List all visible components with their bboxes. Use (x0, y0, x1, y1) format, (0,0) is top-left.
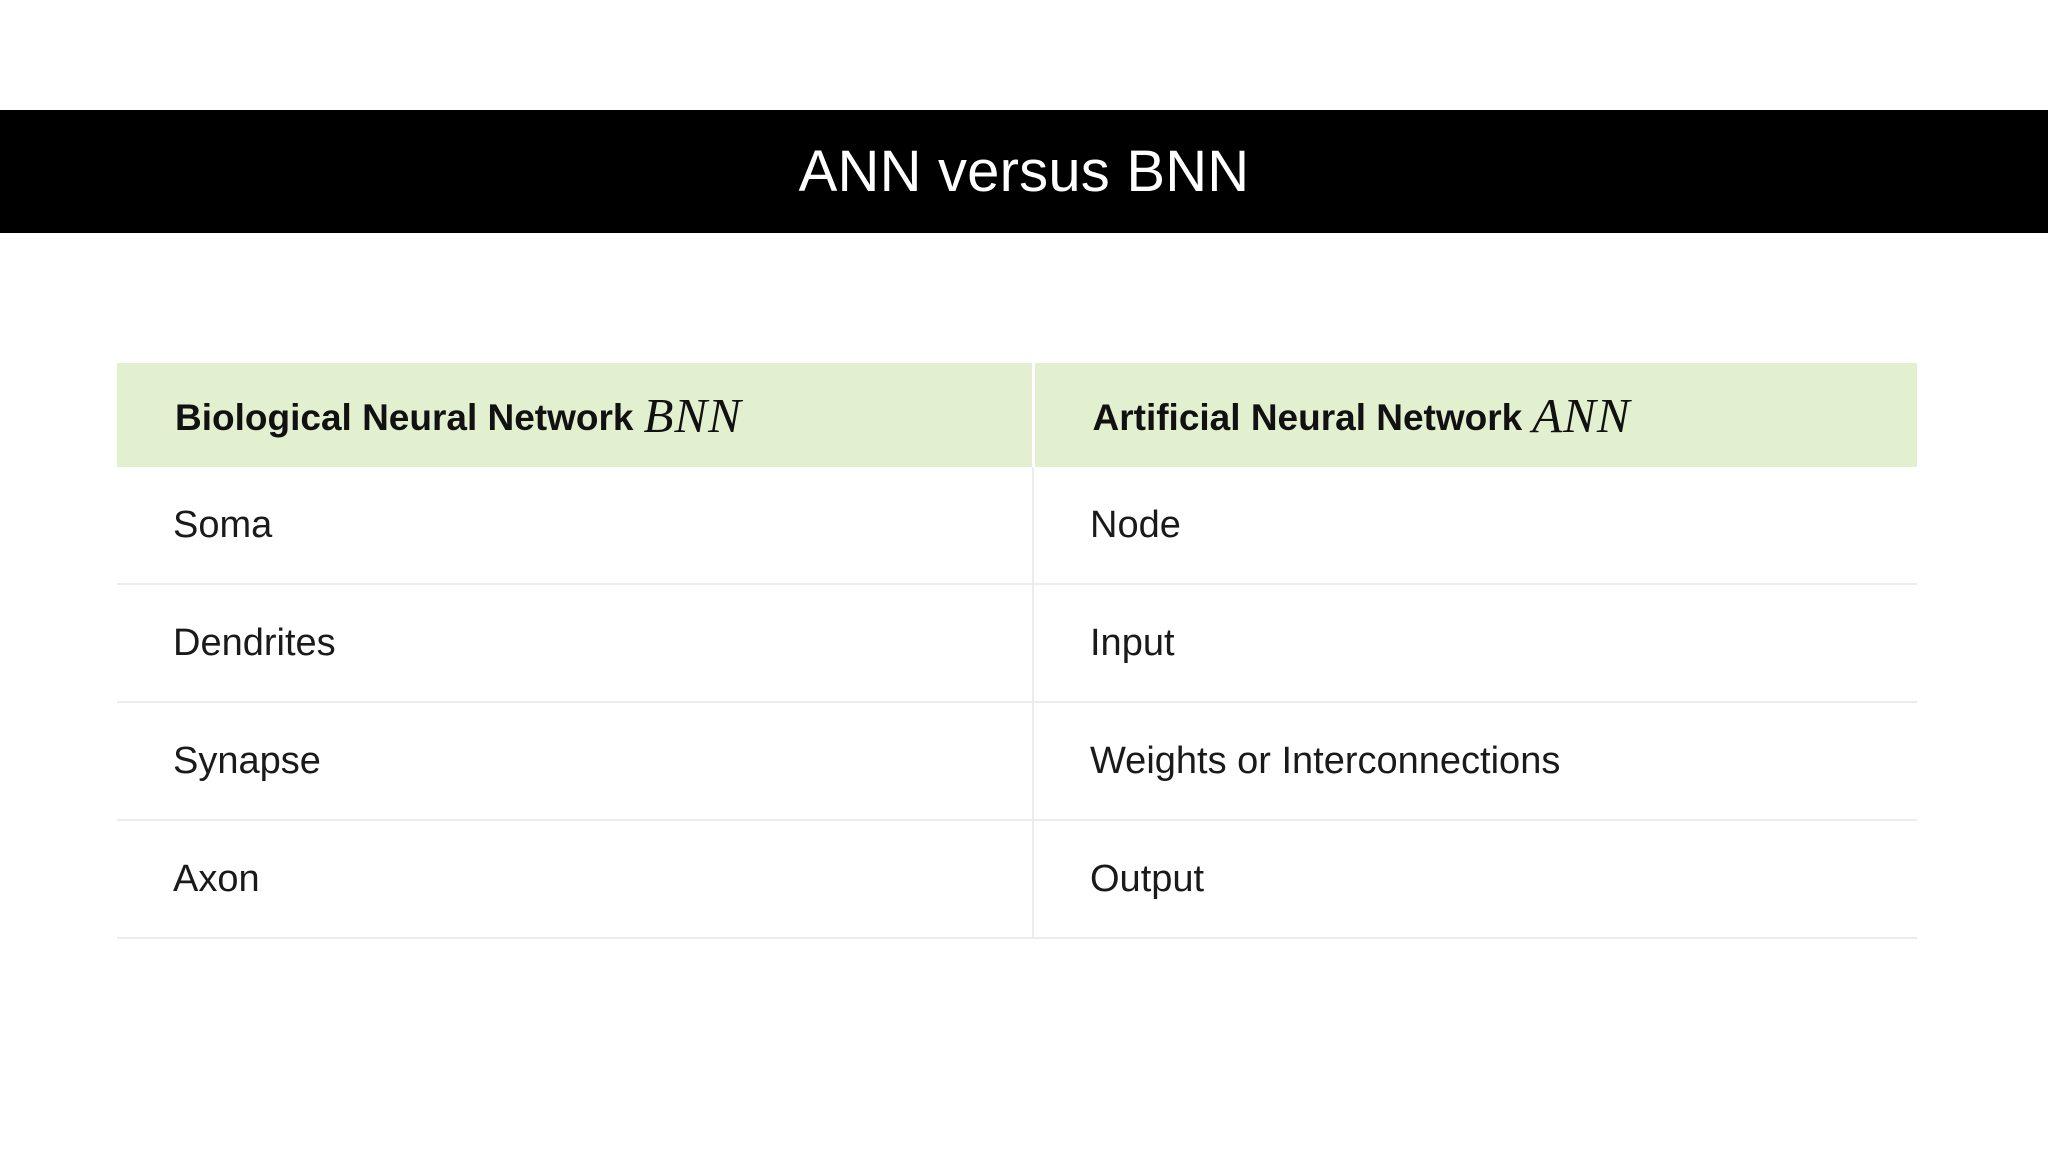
table-body: Soma Node Dendrites Input Synapse Weight… (117, 467, 1917, 939)
cell-bnn: Axon (117, 820, 1033, 939)
cell-bnn: Soma (117, 467, 1033, 585)
table-row: Synapse Weights or Interconnections (117, 702, 1917, 821)
column-header-ann-abbr: ANN (1532, 387, 1631, 443)
cell-ann: Output (1032, 820, 1917, 939)
title-banner: ANN versus BNN (0, 110, 2048, 233)
column-header-bnn-label: Biological Neural Network (175, 396, 634, 438)
page-title: ANN versus BNN (798, 138, 1250, 204)
cell-ann: Weights or Interconnections (1032, 702, 1917, 821)
cell-bnn: Synapse (117, 702, 1033, 821)
table-row: Dendrites Input (117, 584, 1917, 703)
cell-ann: Input (1032, 584, 1917, 703)
table-row: Soma Node (117, 467, 1917, 585)
column-header-bnn-abbr: BNN (643, 387, 742, 443)
table-row: Axon Output (117, 820, 1917, 939)
column-header-ann-label: Artificial Neural Network (1092, 396, 1523, 438)
cell-bnn: Dendrites (117, 584, 1033, 703)
cell-ann: Node (1032, 467, 1917, 585)
